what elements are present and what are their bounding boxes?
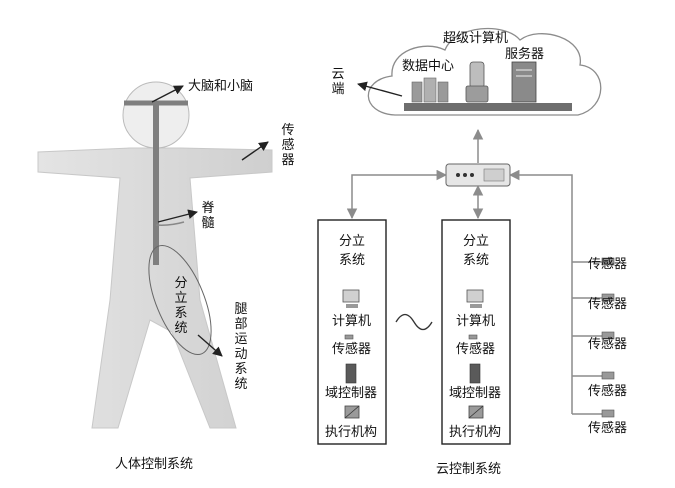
spine-branch [155,221,185,226]
cloud-control-caption: 云控制系统 [436,462,502,477]
router-left-link [346,169,448,220]
subsystem-title-right-1: 分立 [463,234,490,249]
spine-arrow [157,209,198,223]
sensor-label-bus-3: 传感器 [588,337,628,352]
sensor-label-bus-1: 传感器 [588,257,628,272]
subsystem-title-left-1: 分立 [339,234,366,249]
brain-arrow [151,85,184,103]
actuator-label-left: 执行机构 [325,425,378,440]
distributed-system-outline [148,244,212,356]
sensor-label-bus-5: 传感器 [588,421,628,436]
computer-label-right: 计算机 [456,314,496,329]
domain-controller-icon-right [469,363,481,384]
computer-label-left: 计算机 [332,314,372,329]
actuator-icon-right [468,405,484,419]
cloud-end-label: 云端 [331,67,345,97]
sensor-label-bus-2: 传感器 [588,297,628,312]
sensor-label-human: 传感器 [281,123,295,168]
wireless-wave [395,313,433,331]
distributed-system-label: 分立系统 [174,276,188,336]
brain-label: 大脑和小脑 [188,79,254,94]
computer-icon-left [342,289,360,308]
leg-arrow [197,334,223,357]
domain-controller-label-right: 域控制器 [449,386,502,401]
supercomputer-label: 超级计算机 [443,31,509,46]
data-center-label: 数据中心 [402,59,455,74]
supercomputer-icon [465,61,489,103]
sensor-bus [572,257,615,418]
domain-controller-label-left: 域控制器 [325,386,378,401]
subsystem-title-right-2: 系统 [463,253,490,268]
leg-motion-label: 腿部运动系统 [234,302,248,392]
sensor-label-left: 传感器 [332,342,372,357]
router-icon [445,163,511,187]
server-icon [511,61,537,103]
sensor-arrow [241,141,269,161]
sensor-icon-right [468,334,478,340]
cloud-platform [404,103,572,111]
sensor-label-right: 传感器 [456,342,496,357]
actuator-icon-left [344,405,360,419]
sensor-label-bus-4: 传感器 [588,384,628,399]
cloud-end-arrow [357,81,403,97]
router-sensor-link [508,169,573,414]
human-body-silhouette [37,147,273,429]
actuator-label-right: 执行机构 [449,425,502,440]
sensor-icon-left [344,334,354,340]
spine-label: 脊髓 [201,201,215,231]
server-label: 服务器 [505,47,545,62]
domain-controller-icon-left [345,363,357,384]
data-center-icon [411,77,449,103]
computer-icon-right [466,289,484,308]
human-control-caption: 人体控制系统 [115,457,194,472]
subsystem-title-left-2: 系统 [339,253,366,268]
human-figure [37,81,273,429]
